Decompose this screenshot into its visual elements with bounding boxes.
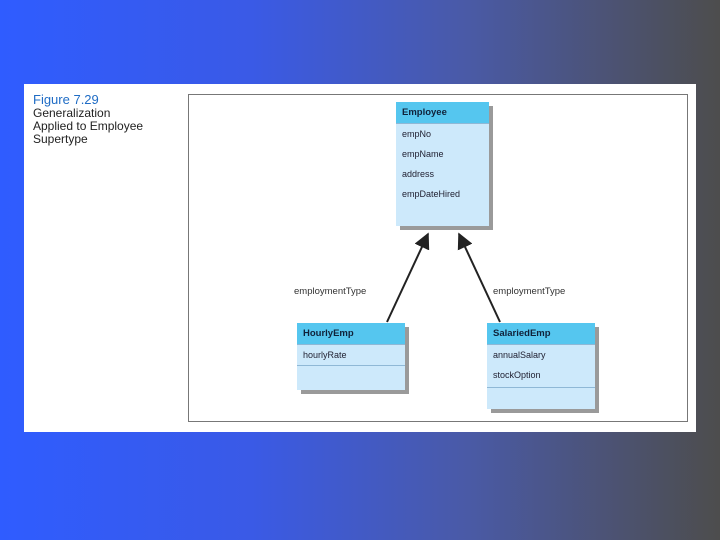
class-name: SalariedEmp [487,323,595,344]
caption-line: Generalization [33,106,111,120]
salaried-emp-class-box: SalariedEmp annualSalary stockOption [487,323,595,409]
attribute-list: annualSalary stockOption [487,344,595,387]
arrow-hourly-to-employee [386,232,430,323]
attribute: annualSalary [493,350,546,360]
attribute: stockOption [493,370,541,380]
operation-compartment [487,387,595,408]
caption-line: Applied to Employee [33,119,144,133]
attribute: empNo [402,129,432,139]
hourly-emp-class-box: HourlyEmp hourlyRate [297,323,405,390]
attribute-list: hourlyRate [297,344,405,365]
arrow-salaried-to-employee [457,232,501,323]
employee-class-box: Employee empNo empName address empDateHi… [396,102,489,226]
figure-number: Figure 7.29 [33,92,99,107]
class-name: HourlyEmp [297,323,405,344]
attribute: hourlyRate [303,350,347,360]
relationship-label: employmentType [493,286,566,297]
operation-compartment [297,365,405,388]
attribute: empName [402,149,444,159]
class-name: Employee [396,102,489,123]
relationship-label: employmentType [294,286,367,297]
caption-line: Supertype [33,132,88,146]
attribute: empDateHired [402,189,461,199]
figure-caption: Figure 7.29 Generalization Applied to Em… [33,93,183,146]
attribute: address [402,169,435,179]
diagram-frame [188,94,688,422]
attribute-list: empNo empName address empDateHired [396,123,489,227]
